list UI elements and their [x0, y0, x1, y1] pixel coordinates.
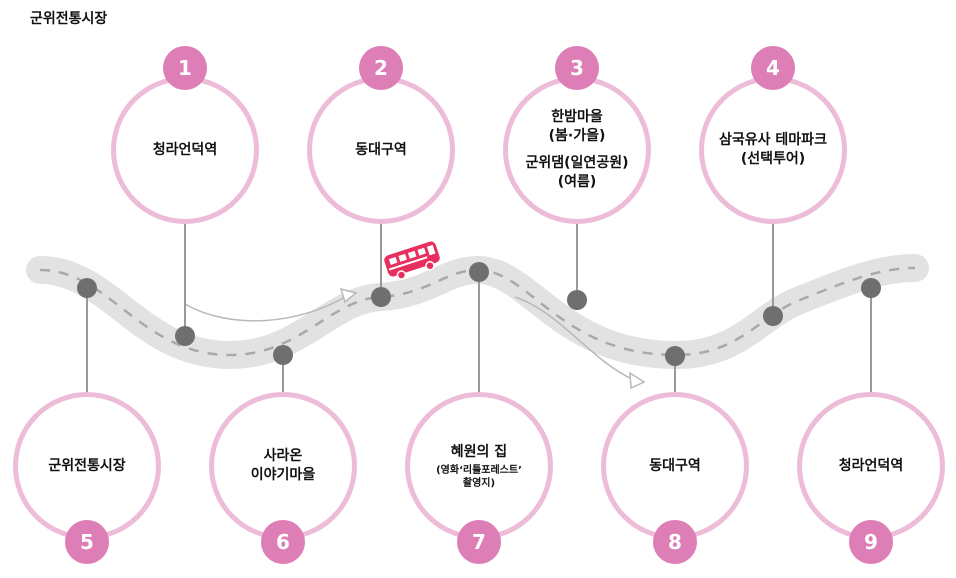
stop-5-circle: 군위전통시장: [13, 392, 161, 540]
arrow-right-icon: [339, 287, 358, 304]
route-node: [371, 287, 391, 307]
stop-3-line1: 한밤마을: [551, 109, 603, 125]
stop-2-label: 동대구역: [355, 141, 407, 158]
route-node: [175, 326, 195, 346]
stop-6-circle: 사라온 이야기마을: [209, 392, 357, 540]
flow-arrow-1: [184, 294, 349, 322]
stop-3-circle: 한밤마을 (봄·가을) 군위댐(일연공원) (여름): [503, 76, 651, 224]
stop-6-line2: 이야기마을: [250, 467, 316, 483]
stop-9-circle: 청라언덕역: [797, 392, 945, 540]
flow-arrow-2: [514, 296, 635, 381]
page-title: 군위전통시장: [30, 11, 108, 27]
arrow-right-icon: [629, 371, 646, 390]
stop-4-line2: (선택투어): [740, 151, 806, 167]
stop-6-badge: 6: [261, 520, 305, 564]
bus-icon: [384, 241, 440, 280]
stop-2-circle: 동대구역: [307, 76, 455, 224]
stop-6-line1: 사라온: [263, 448, 303, 464]
stop-7-circle: 혜원의 집 (영화‘리틀포레스트’ 촬영지): [405, 392, 553, 540]
stop-4-circle: 삼국유사 테마파크 (선택투어): [699, 76, 847, 224]
stop-8-circle: 동대구역: [601, 392, 749, 540]
stop-1-circle: 청라언덕역: [111, 76, 259, 224]
route-node: [861, 278, 881, 298]
stop-5-badge: 5: [65, 520, 109, 564]
route-node: [469, 262, 489, 282]
route-node: [567, 290, 587, 310]
stop-7-sub1: (영화‘리틀포레스트’: [436, 464, 522, 476]
stop-5-label: 군위전통시장: [48, 457, 126, 474]
stop-4-badge: 4: [751, 46, 795, 90]
stop-3-line3: 군위댐(일연공원): [525, 155, 629, 171]
stop-1-badge: 1: [163, 46, 207, 90]
route-node: [77, 278, 97, 298]
stop-8-label: 동대구역: [649, 457, 701, 474]
stop-2-badge: 2: [359, 46, 403, 90]
route-node: [665, 346, 685, 366]
stop-3-line4: (여름): [557, 174, 597, 190]
stop-3-badge: 3: [555, 46, 599, 90]
route-node: [763, 306, 783, 326]
stop-7-label: 혜원의 집: [450, 443, 508, 460]
stop-8-badge: 8: [653, 520, 697, 564]
stop-1-label: 청라언덕역: [152, 141, 218, 158]
stop-7-sub2: 촬영지): [462, 477, 496, 489]
stop-3-line2: (봄·가을): [548, 128, 606, 144]
route-node: [273, 345, 293, 365]
stop-4-line1: 삼국유사 테마파크: [719, 132, 827, 148]
stop-7-badge: 7: [457, 520, 501, 564]
stop-9-badge: 9: [849, 520, 893, 564]
stop-9-label: 청라언덕역: [838, 457, 904, 474]
